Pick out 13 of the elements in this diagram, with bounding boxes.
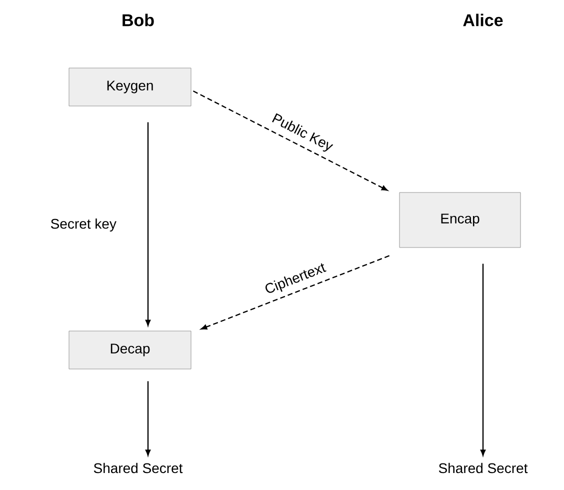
process-box: Keygen xyxy=(68,68,192,106)
process-box: Decap xyxy=(68,330,192,370)
column-heading: Alice xyxy=(463,14,503,26)
output-text: Shared Secret xyxy=(94,462,183,474)
arrow xyxy=(480,264,486,456)
process-box: Encap xyxy=(399,192,521,248)
output-text: Shared Secret xyxy=(438,462,528,474)
arrow xyxy=(145,381,151,456)
column-heading: Bob xyxy=(122,14,154,26)
arrow xyxy=(145,122,151,326)
edge-label: Secret key xyxy=(50,218,116,232)
arrow xyxy=(200,255,390,330)
arrow xyxy=(192,90,388,191)
